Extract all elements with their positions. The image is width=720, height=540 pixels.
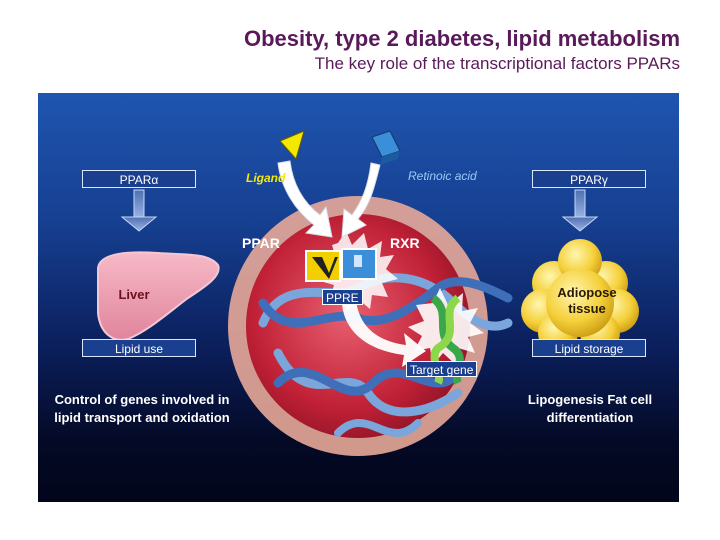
retinoic-acid-arrow [341,162,381,238]
ppar-diagram-panel: PPARα Liver Lipid use Control of genes i… [38,93,679,502]
activation-arrow [342,301,426,367]
ppar-receptor [305,250,341,282]
left-down-arrow [120,189,158,232]
rxr-label: RXR [390,235,420,251]
slide-subtitle: The key role of the transcriptional fact… [314,54,680,73]
diagram-graphics [97,130,639,456]
lipid-storage-label: Lipid storage [532,339,646,357]
retinoic-acid-label: Retinoic acid [408,169,477,183]
liver-label: Liver [118,287,150,302]
target-gene-tag: Target gene [406,361,478,377]
lipid-use-label: Lipid use [82,339,196,357]
ligand-label: Ligand [246,171,286,185]
ppre-tag: PPRE [322,289,363,305]
left-caption: Control of genes involved in lipid trans… [54,392,230,425]
right-down-arrow [561,189,599,232]
ppar-alpha-label: PPARα [82,170,196,188]
ligand-icon [279,130,305,161]
right-caption: Lipogenesis Fat cell differentiation [527,392,653,425]
ppar-label: PPAR [242,235,280,251]
ppar-gamma-label: PPARγ [532,170,646,188]
adipose-tissue-label: Adiopose tissue [557,285,617,316]
retinoic-acid-icon [371,130,401,165]
slide-title: Obesity, type 2 diabetes, lipid metaboli… [243,26,680,51]
rxr-receptor [341,248,377,280]
ligand-arrow [277,160,333,238]
